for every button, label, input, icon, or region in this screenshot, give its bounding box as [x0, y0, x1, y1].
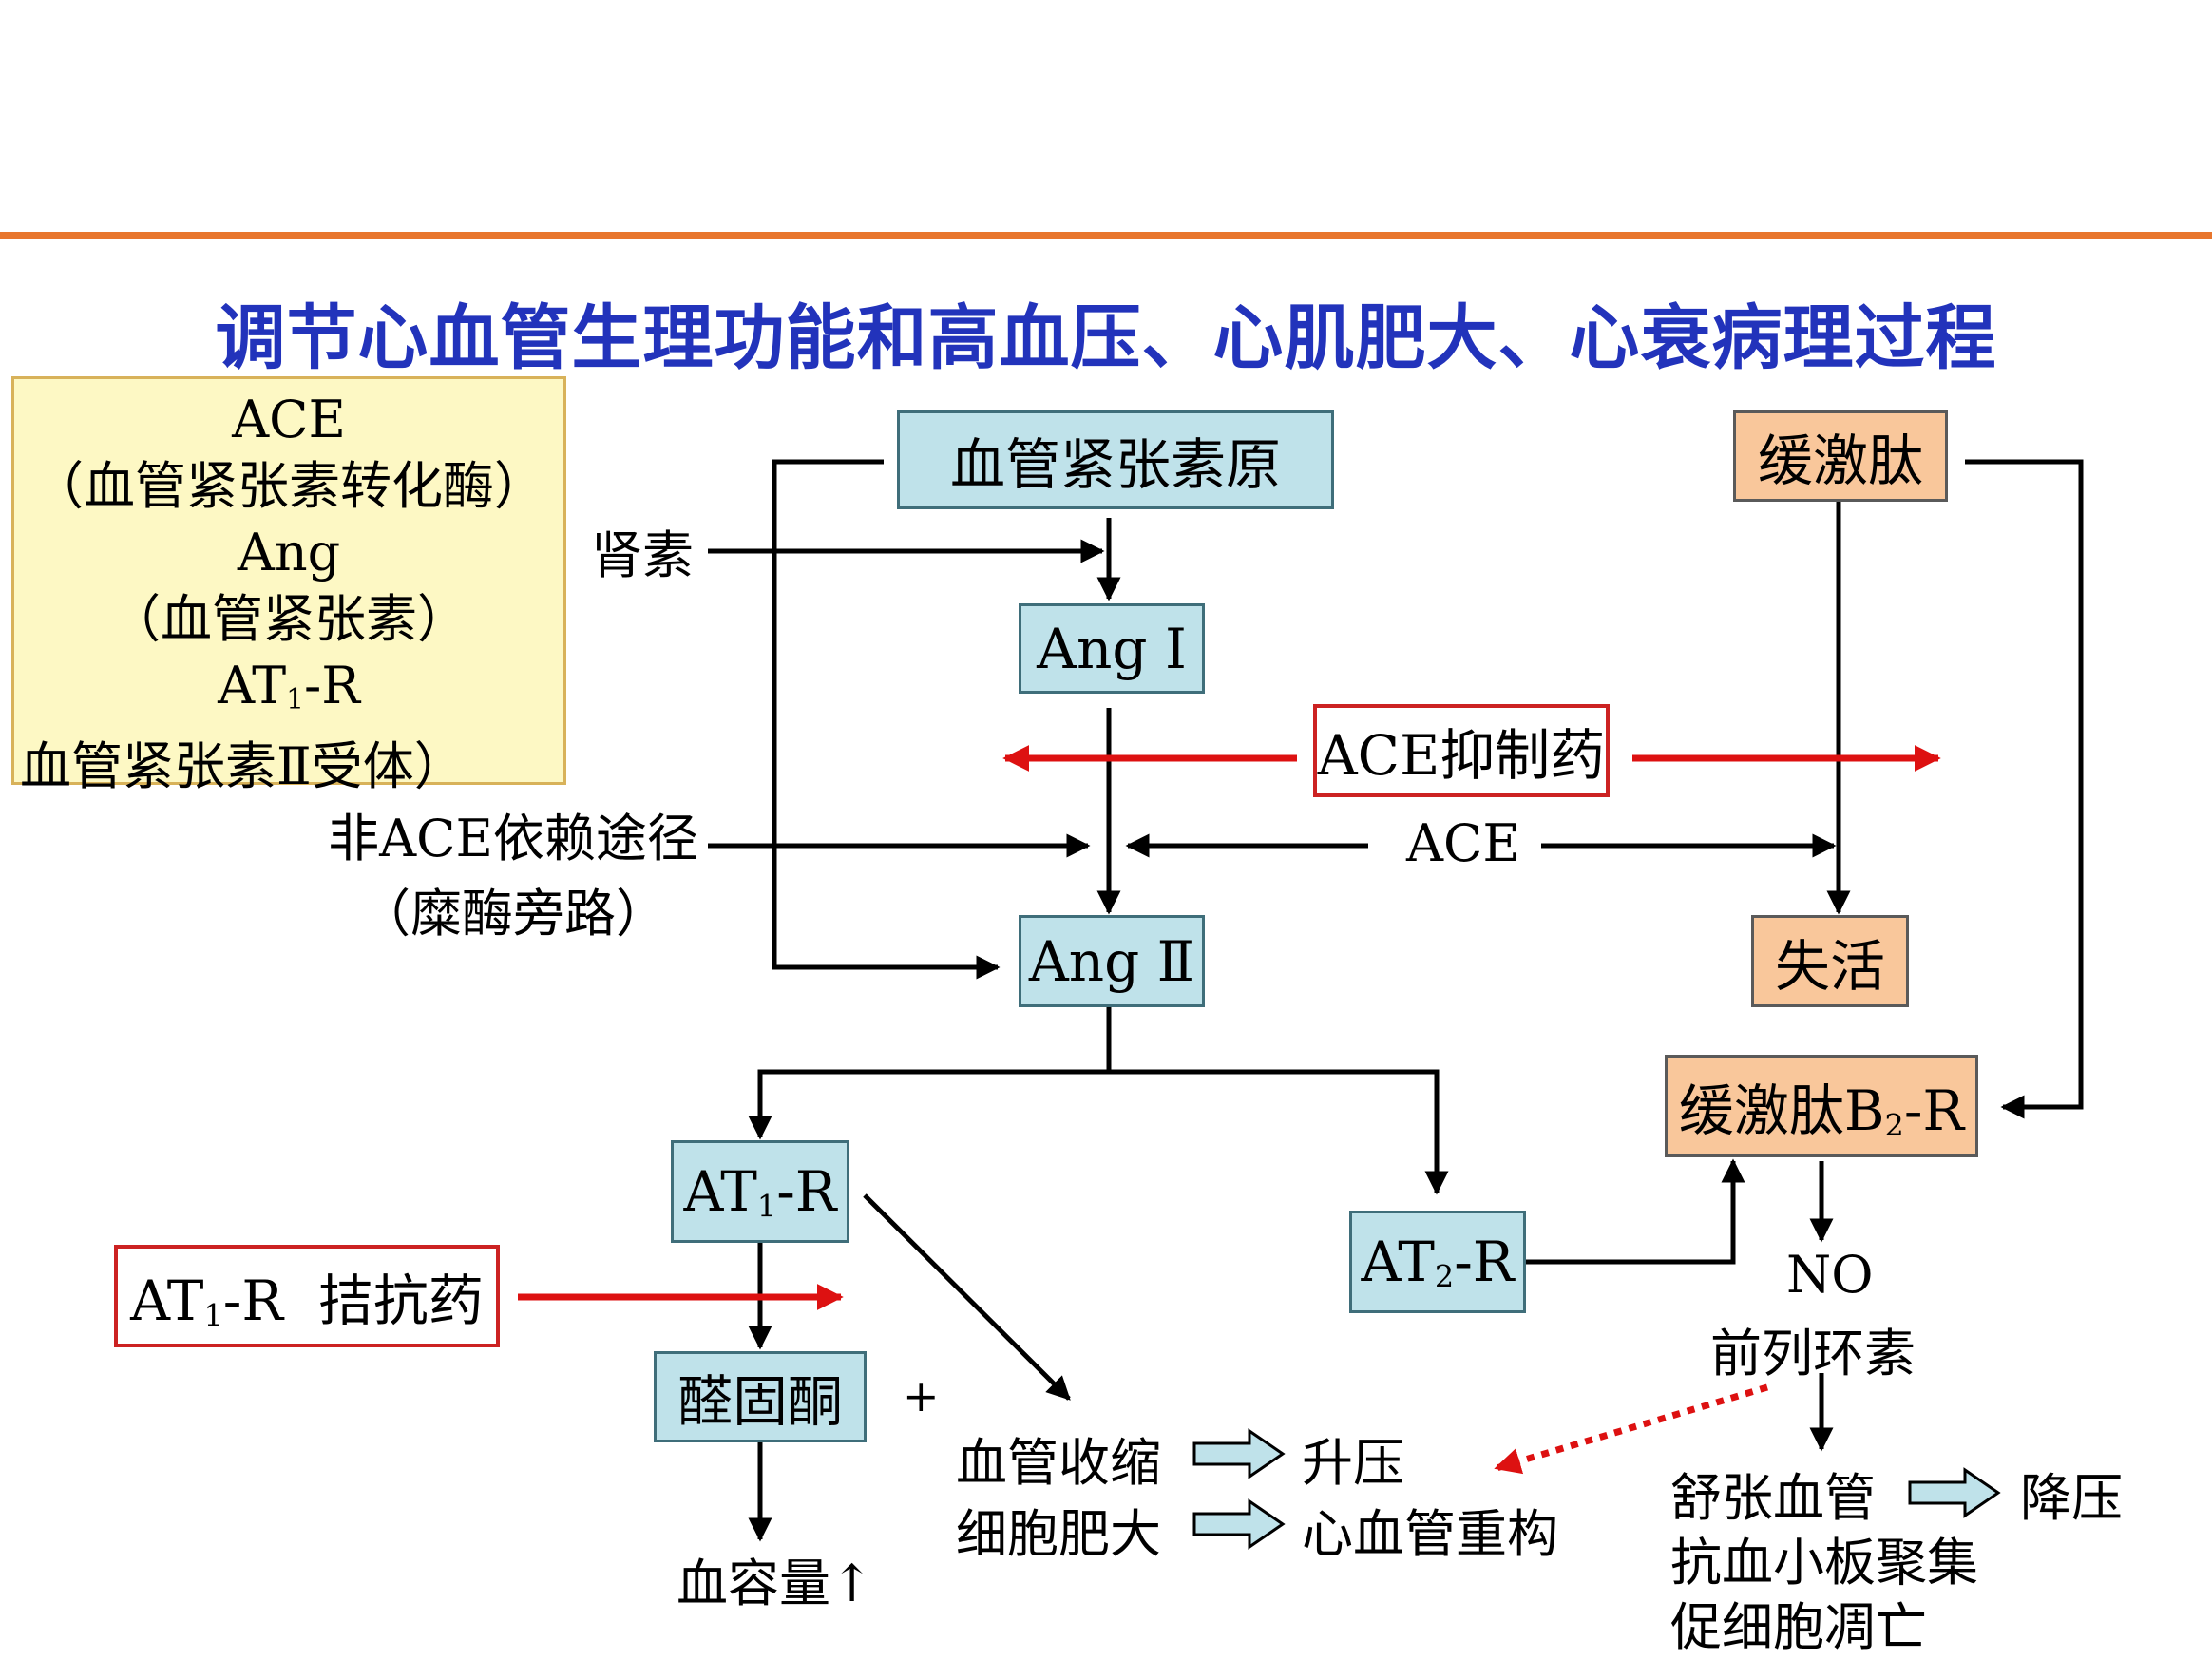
arrow-to-at1r [748, 1069, 1437, 1140]
vasoconstriction-label: 血管收缩 [956, 1433, 1161, 1493]
angiotensinogen-label: 血管紧张素原 [949, 432, 1281, 497]
remodeling-label: 心血管重构 [1302, 1504, 1558, 1564]
apoptosis-label: 促细胞凋亡 [1670, 1597, 1927, 1657]
b2r-box: 缓激肽B2-R [1665, 1055, 1978, 1157]
legend-box: ACE （血管紧张素转化酶） Ang （血管紧张素） AT1-R 血管紧张素Ⅱ受… [11, 376, 566, 796]
non-ace-line-2: （糜酶旁路） [359, 884, 667, 944]
diagram-title: 调节心血管生理功能和高血压、心肌肥大、心衰病理过程 [215, 297, 1997, 379]
inactive-box: 失活 [1751, 915, 1909, 1007]
renin-label: 肾素 [591, 525, 694, 585]
bradykinin-box: 缓激肽 [1733, 410, 1948, 502]
plus-sign: + [903, 1370, 940, 1421]
ang1-box: Ang Ⅰ [1019, 603, 1205, 694]
non-ace-pathway-label: 非ACE依赖途径 （糜酶旁路） [323, 796, 703, 946]
arrow-to-at2r [1109, 1069, 1449, 1195]
hollow-arrow-3 [1908, 1467, 2001, 1518]
at1r-label: AT1-R [683, 1158, 837, 1225]
aldosterone-label: 醛固酮 [677, 1369, 843, 1434]
dotted-red-arrow [1494, 1383, 1769, 1475]
legend-line-5: AT1-R [218, 656, 360, 716]
vasodilation-label: 舒张血管 [1670, 1468, 1876, 1528]
at1r-box: AT1-R [671, 1140, 849, 1243]
ace-label: ACE [1406, 813, 1520, 873]
arrow-bypass-loop [772, 459, 1001, 980]
raise-bp-label: 升压 [1302, 1433, 1404, 1493]
cell-hypertrophy-label: 细胞肥大 [956, 1504, 1161, 1564]
blood-volume-label: 血容量↑ [677, 1554, 874, 1613]
hollow-arrow-2 [1192, 1498, 1286, 1550]
at1r-antagonist-box: AT1-R 拮抗药 [114, 1245, 500, 1347]
legend-line-2: （血管紧张素转化酶） [32, 456, 545, 516]
legend-line-1: ACE [232, 390, 346, 449]
at1r-antagonist-label: AT1-R 拮抗药 [130, 1269, 484, 1334]
ace-inhibitor-box: ACE抑制药 [1313, 704, 1610, 797]
arrow-at2r-to-b2r [1525, 1158, 1745, 1265]
b2r-label: 缓激肽B2-R [1678, 1078, 1965, 1144]
inactive-label: 失活 [1774, 933, 1885, 999]
hollow-arrow-1 [1192, 1428, 1286, 1479]
non-ace-line-1: 非ACE依赖途径 [328, 809, 698, 868]
ang2-box: Ang Ⅱ [1019, 915, 1205, 1007]
aldosterone-box: 醛固酮 [654, 1351, 867, 1442]
lower-bp-label: 降压 [2020, 1468, 2123, 1528]
antiplatelet-label: 抗血小板聚集 [1670, 1533, 1978, 1593]
no-label: NO [1786, 1245, 1874, 1305]
ace-inhibitor-label: ACE抑制药 [1317, 723, 1606, 788]
arrow-bradykinin-to-b2r [1965, 459, 2084, 1119]
angiotensinogen-box: 血管紧张素原 [897, 410, 1334, 509]
at2r-box: AT2-R [1349, 1211, 1526, 1313]
ang2-label: Ang Ⅱ [1028, 928, 1195, 994]
prostacyclin-label: 前列环素 [1710, 1324, 1916, 1383]
legend-line-3: Ang [237, 523, 341, 582]
header-divider [0, 232, 2212, 239]
at2r-label: AT2-R [1361, 1229, 1515, 1295]
legend-line-4: （血管紧张素） [109, 589, 468, 649]
ang1-label: Ang Ⅰ [1037, 616, 1187, 681]
arrow-at1r-to-vasoconstriction [863, 1193, 1071, 1401]
legend-line-6: 血管紧张素Ⅱ受体） [20, 735, 466, 796]
bradykinin-label: 缓激肽 [1757, 429, 1923, 493]
